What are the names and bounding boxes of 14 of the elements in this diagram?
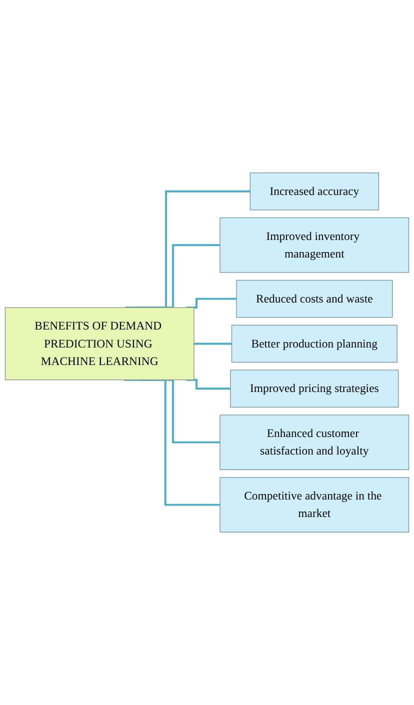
connector	[194, 342, 232, 345]
node-box: BENEFITS OF DEMAND PREDICTION USING MACHINE LEARNING	[4, 307, 194, 380]
node-box: Enhanced customer satisfaction and loyalty	[220, 414, 410, 470]
node-box: Reduced costs and waste	[236, 280, 393, 318]
node-box: Better production planning	[231, 324, 398, 363]
node-box: Increased accuracy	[250, 172, 379, 210]
connector	[138, 244, 220, 309]
connector	[124, 378, 220, 506]
node-box: Competitive advantage in the market	[220, 477, 410, 532]
connector	[186, 298, 236, 309]
node-box: Improved inventory management	[220, 217, 410, 273]
connector	[125, 190, 250, 309]
node-box: Improved pricing strategies	[230, 370, 399, 408]
connector	[186, 378, 230, 390]
